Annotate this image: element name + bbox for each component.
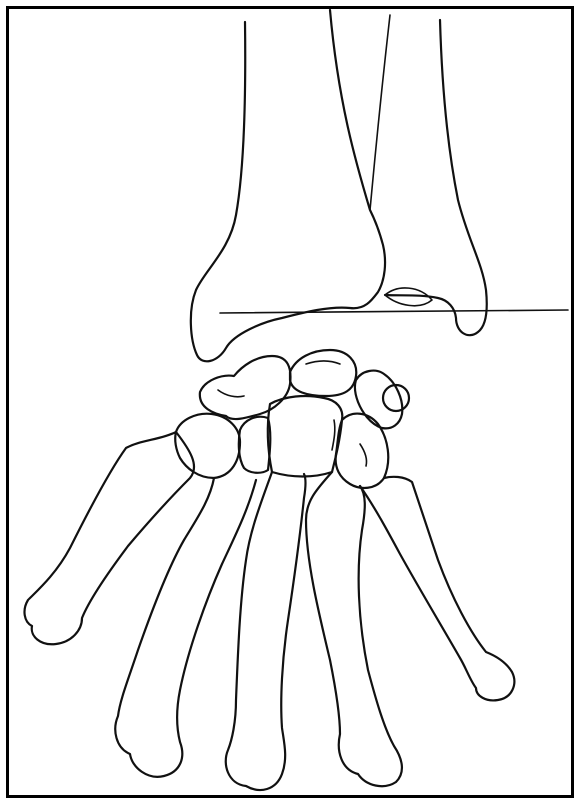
ulna-bone bbox=[385, 20, 487, 335]
radius-bone bbox=[191, 10, 390, 361]
hamate-bone bbox=[336, 414, 389, 488]
lunate-bone bbox=[290, 350, 356, 396]
metacarpal-bones bbox=[25, 432, 515, 790]
trapezoid-bone bbox=[239, 417, 271, 473]
triquetrum-bone bbox=[355, 371, 402, 429]
reference-line bbox=[220, 310, 568, 313]
scaphoid-bone bbox=[200, 356, 291, 419]
metacarpal-4 bbox=[306, 472, 402, 786]
carpal-bones bbox=[175, 350, 409, 488]
metacarpal-1 bbox=[25, 432, 195, 644]
metacarpal-2 bbox=[115, 478, 256, 777]
metacarpal-5 bbox=[360, 477, 514, 701]
metacarpal-3 bbox=[226, 472, 306, 790]
capitate-bone bbox=[268, 396, 342, 477]
